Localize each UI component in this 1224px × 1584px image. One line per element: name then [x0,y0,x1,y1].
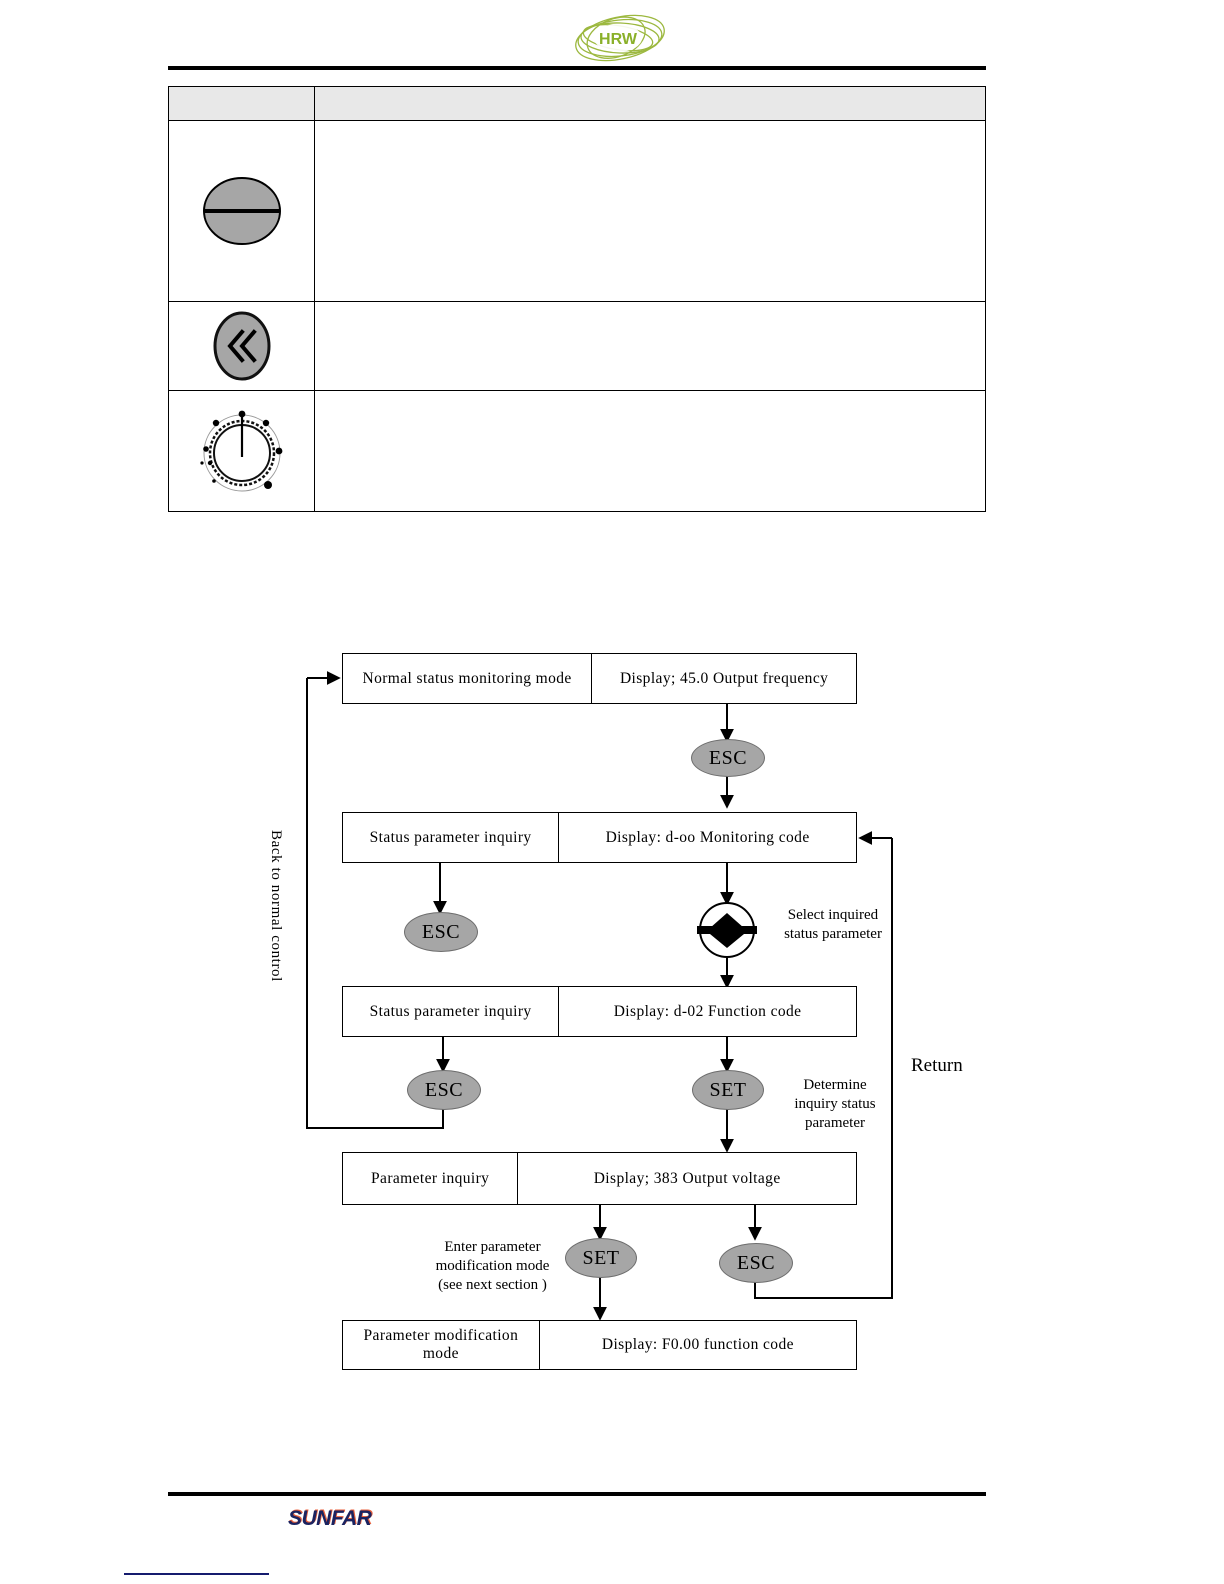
flow-box-status-param-1: Status parameter inquiry Display: d-oo M… [342,812,857,863]
set-key-2[interactable]: SET [565,1238,637,1278]
flow-box-status-param-2: Status parameter inquiry Display: d-02 F… [342,986,857,1037]
flow-box-status-param-1-right: Display: d-oo Monitoring code [605,828,810,846]
set-key-1[interactable]: SET [692,1070,764,1110]
table-row [168,301,986,391]
shift-left-key-description [314,301,986,391]
stop-key-icon-cell [168,120,315,302]
shift-left-key-icon-cell [168,301,315,391]
flow-box-normal-status-right: Display; 45.0 Output frequency [619,669,829,687]
svg-text:SUNFAR: SUNFAR [288,1507,373,1530]
esc-key-4[interactable]: ESC [719,1243,793,1283]
table-row [168,390,986,512]
flow-box-parameter-inquiry: Parameter inquiry Display; 383 Output vo… [342,1152,857,1205]
flow-box-parameter-modification: Parameter modification mode Display: F0.… [342,1320,857,1370]
note-enter-modification: Enter parameter modification mode (see n… [435,1239,550,1293]
esc-key-2[interactable]: ESC [404,912,478,952]
flow-box-parameter-inquiry-left: Parameter inquiry [343,1153,519,1204]
stop-key-description [314,120,986,302]
flow-box-status-param-2-left: Status parameter inquiry [343,987,560,1036]
note-select-inquired: Select inquired status parameter [784,907,882,942]
flow-box-normal-status-left: Normal status monitoring mode [343,654,593,703]
table-header-icon-cell [168,86,315,121]
flow-box-parameter-modification-left: Parameter modification mode [343,1321,540,1369]
table-header-desc-cell [314,86,986,121]
key-description-table [168,86,986,512]
rotary-knob-icon-cell [168,390,315,512]
hrw-logo: HRW [560,12,680,64]
flow-box-normal-status: Normal status monitoring mode Display; 4… [342,653,857,704]
flow-box-parameter-inquiry-right: Display; 383 Output voltage [593,1169,781,1187]
flow-box-parameter-modification-right: Display: F0.00 function code [601,1336,794,1353]
svg-text:SUNFAR: SUNFAR [289,1506,374,1529]
footer-blue-rule [124,1573,269,1575]
note-determine-inquiry: Determine inquiry status parameter [794,1077,876,1131]
label-back-to-normal-control: Back to normal control [268,830,284,982]
rotary-knob-description [314,390,986,512]
table-row [168,120,986,302]
shift-left-key-icon [213,311,270,381]
rotary-knob-icon [199,410,282,492]
svg-text:HRW: HRW [599,31,638,48]
header-divider [168,66,986,70]
flow-box-status-param-1-left: Status parameter inquiry [343,813,560,862]
up-down-key-icon [697,902,757,958]
footer-divider [168,1492,986,1496]
table-header-row [168,86,986,121]
flow-box-status-param-2-right: Display: d-02 Function code [613,1002,802,1020]
esc-key-3[interactable]: ESC [407,1070,481,1110]
stop-key-icon [202,177,281,245]
esc-key-1[interactable]: ESC [691,739,765,777]
label-return: Return [911,1055,963,1076]
sunfar-logo: SUNFAR SUNFAR [288,1504,398,1530]
